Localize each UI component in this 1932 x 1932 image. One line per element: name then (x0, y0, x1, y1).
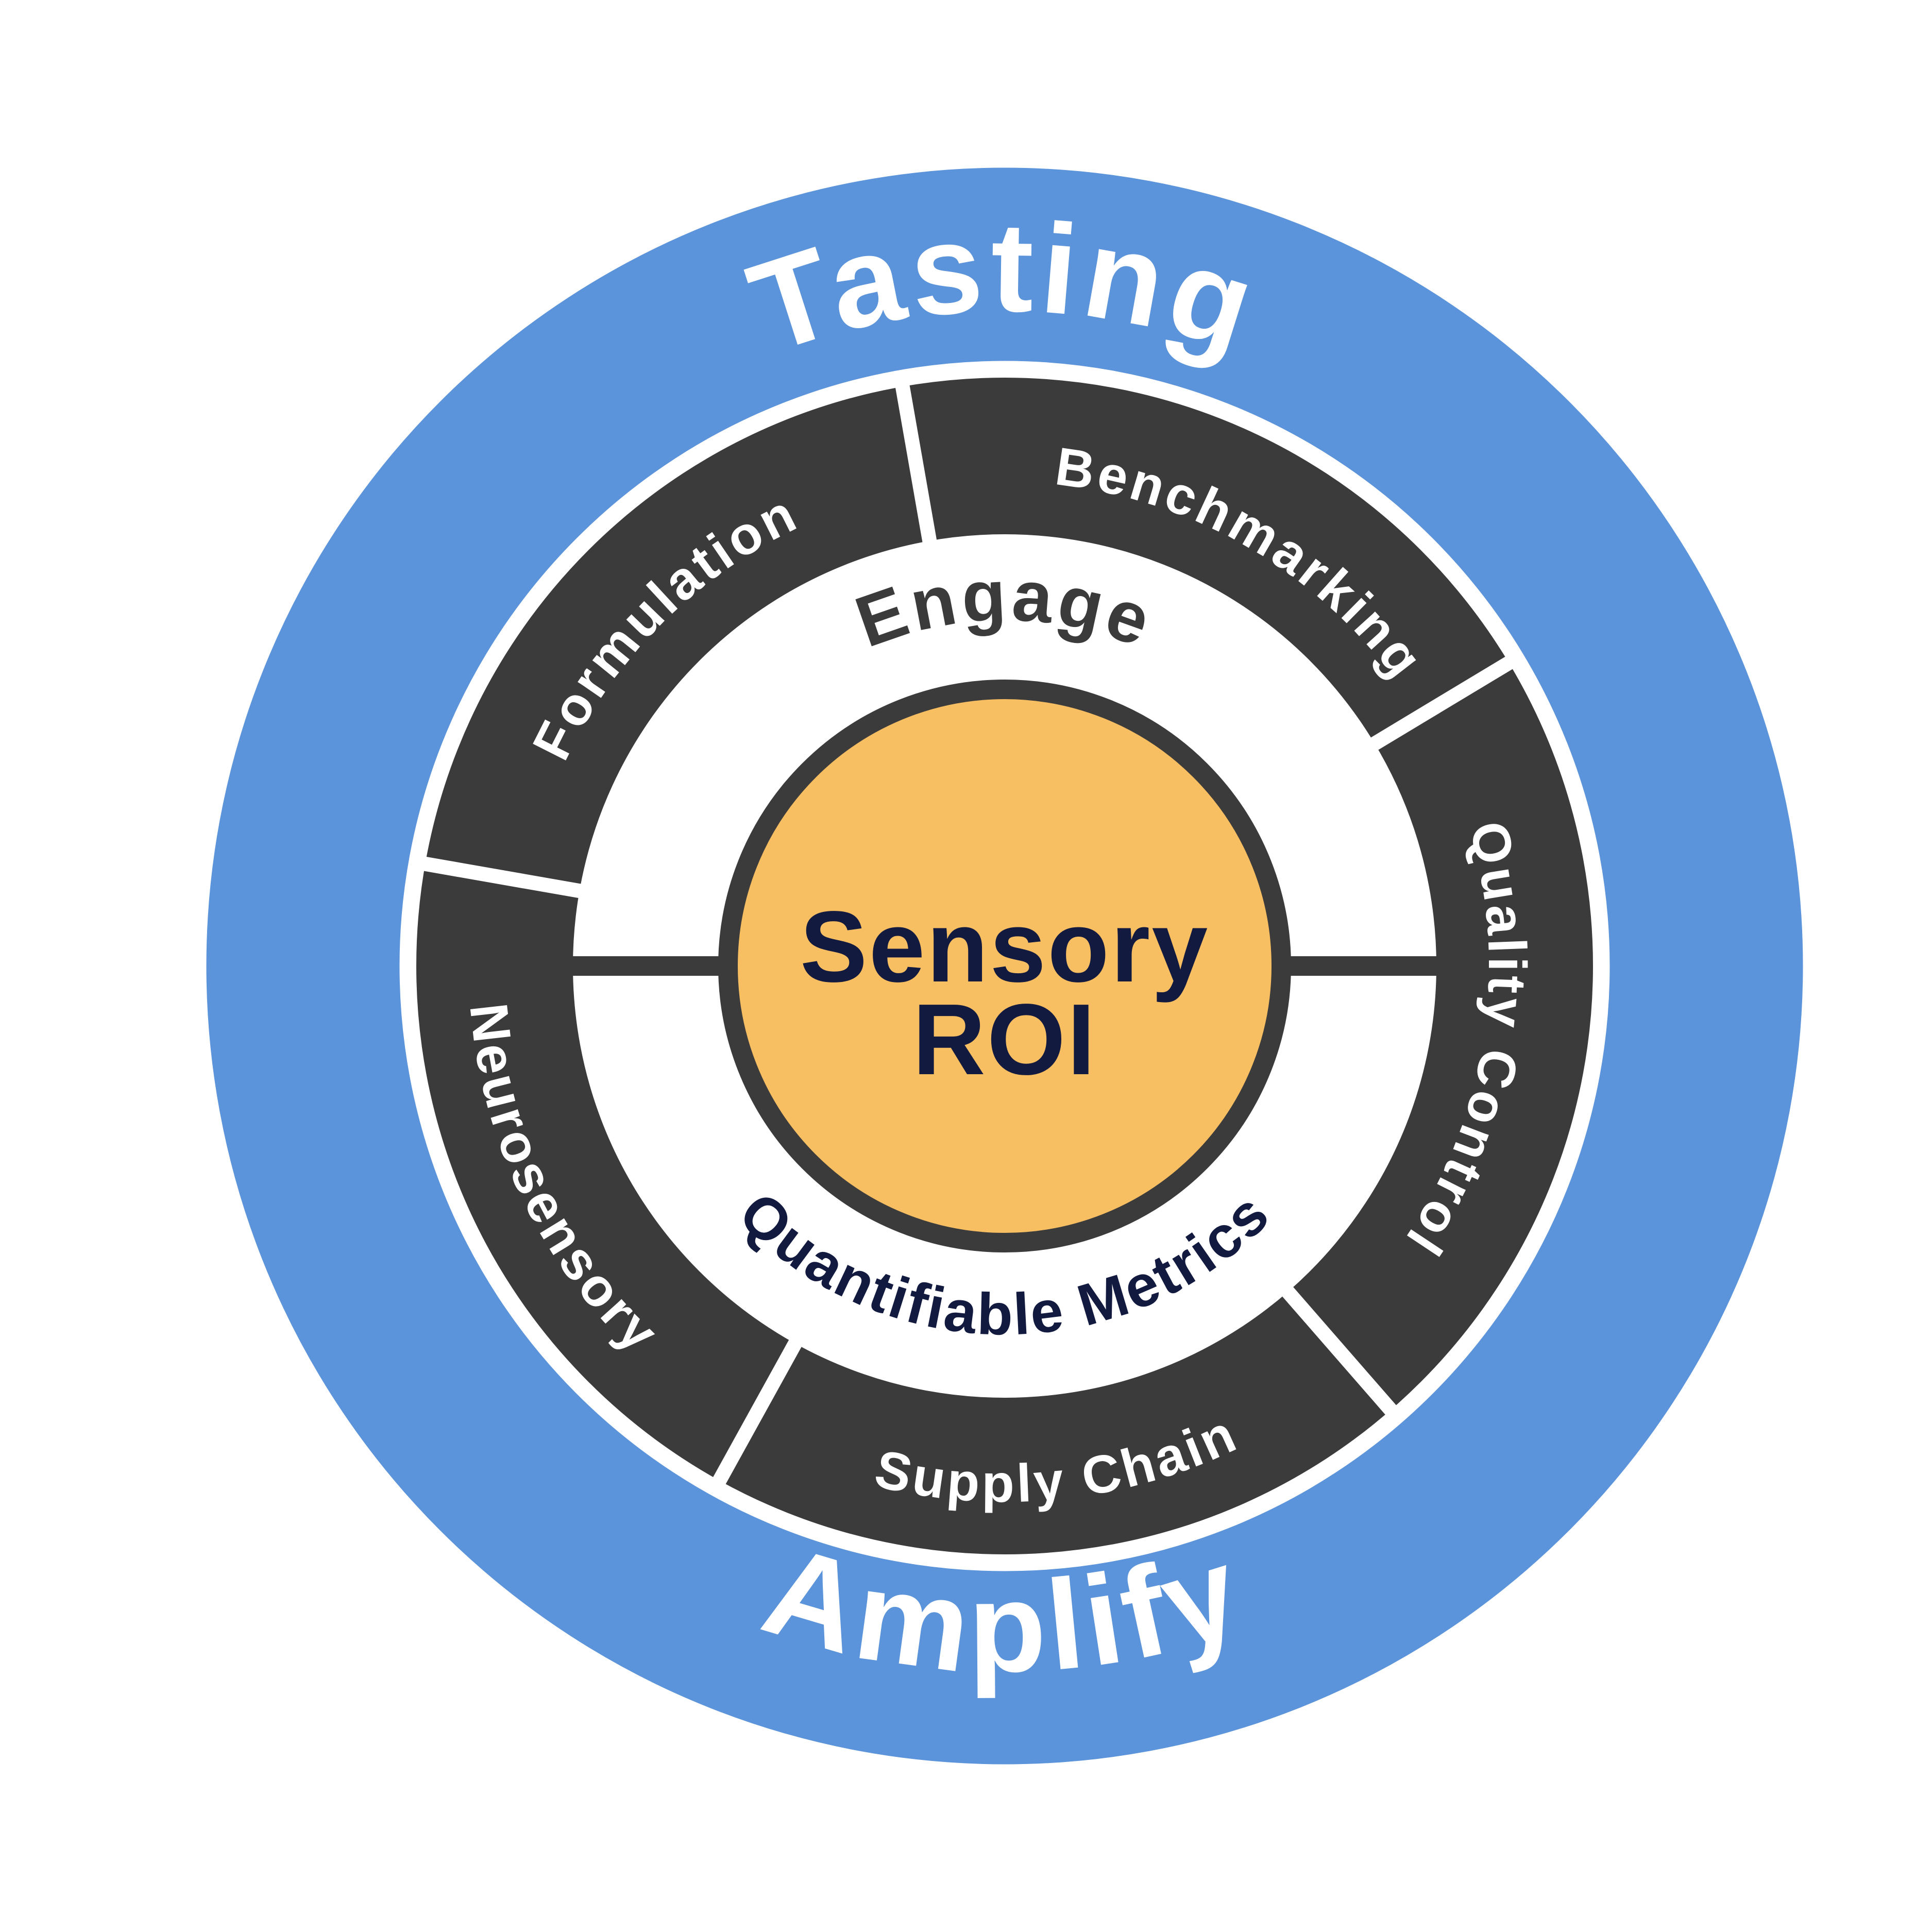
divider-lower-right (1273, 1276, 1406, 1426)
divider-top (893, 371, 939, 556)
outer-blue-ring (206, 167, 1803, 1765)
segment-ring (416, 378, 1593, 1554)
divider-upper-right (1358, 649, 1526, 757)
center-circle (728, 689, 1281, 1243)
center-circle-border (718, 680, 1291, 1252)
divider-lower-left (706, 1327, 809, 1497)
divider-left (410, 854, 595, 901)
segment-dividers (410, 371, 1526, 1497)
center-label-line2: ROI (912, 983, 1096, 1096)
center-label-line1: Sensory (800, 890, 1209, 1003)
inner-ring-top-label: Engage (845, 554, 1164, 663)
